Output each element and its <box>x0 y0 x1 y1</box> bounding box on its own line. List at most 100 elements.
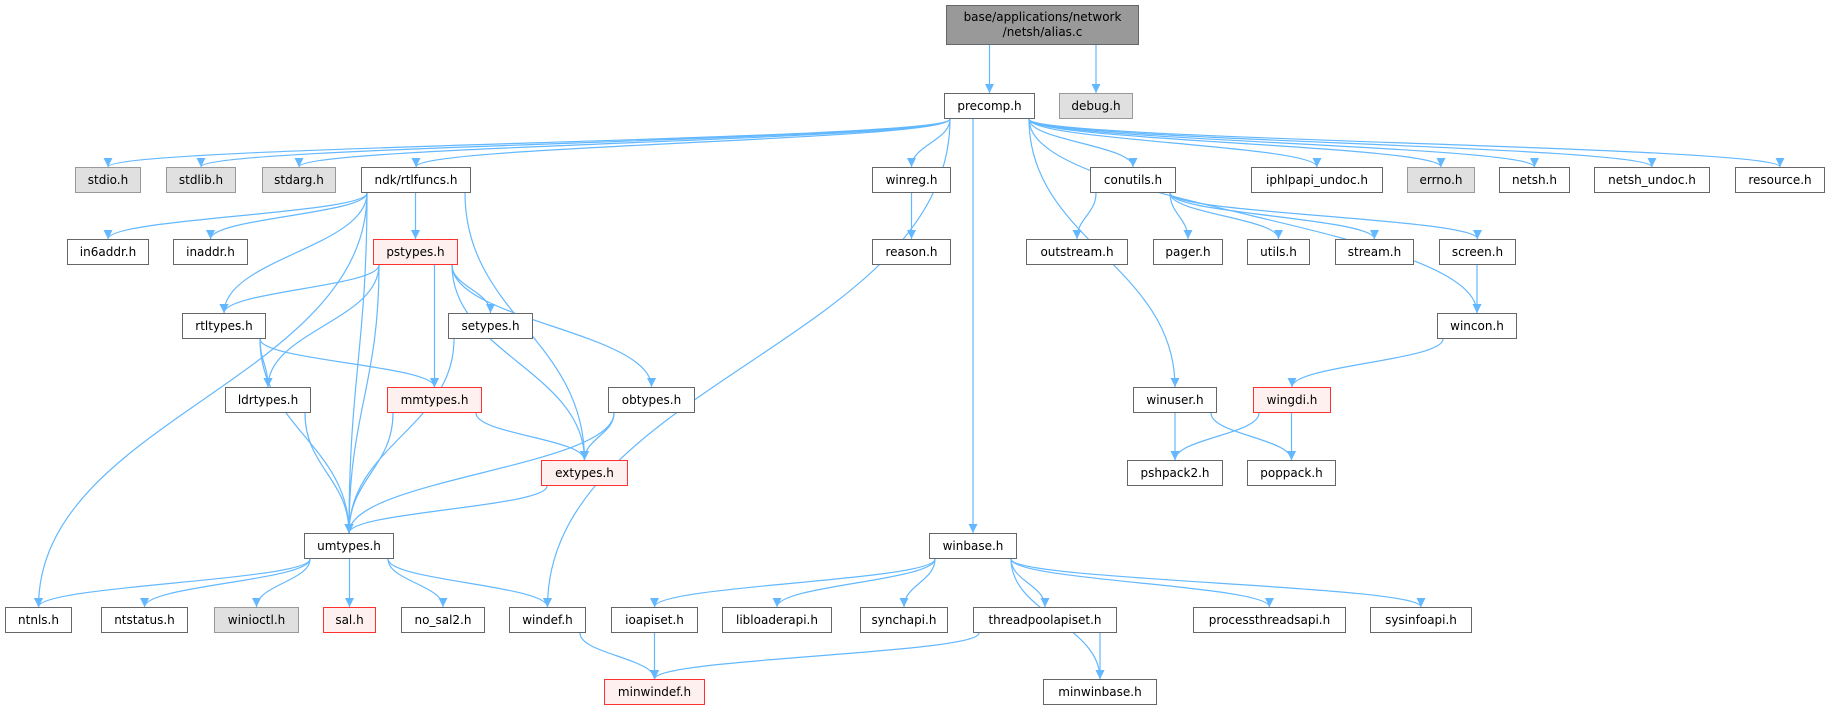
node-wincon[interactable]: wincon.h <box>1437 313 1517 339</box>
edge-rtltypes-to-mmtypes <box>259 338 439 388</box>
node-umtypes[interactable]: umtypes.h <box>304 533 394 559</box>
node-stdio[interactable]: stdio.h <box>75 167 141 193</box>
edge-wingdi-to-pshpack2 <box>1170 412 1260 461</box>
edge-winbase-to-threadpoolapiset <box>1010 558 1050 608</box>
edge-conutils-to-utils <box>1169 192 1283 240</box>
edge-conutils-to-pager <box>1169 192 1193 240</box>
node-synchapi[interactable]: synchapi.h <box>860 607 948 633</box>
edge-rtlfuncs-to-in6addr <box>103 192 368 240</box>
node-pager[interactable]: pager.h <box>1153 239 1223 265</box>
node-ldrtypes[interactable]: ldrtypes.h <box>225 387 311 413</box>
node-setypes[interactable]: setypes.h <box>448 313 533 339</box>
edge-precomp-to-netsh <box>1028 118 1539 168</box>
edge-obtypes-to-umtypes <box>344 412 615 534</box>
edge-setypes-to-umtypes <box>344 338 455 534</box>
edge-mmtypes-to-extypes <box>475 412 589 461</box>
node-extypes[interactable]: extypes.h <box>541 460 628 486</box>
edge-rtlfuncs-to-inaddr <box>206 192 368 240</box>
node-iphlpapi[interactable]: iphlpapi_undoc.h <box>1251 167 1383 193</box>
node-utils[interactable]: utils.h <box>1247 239 1310 265</box>
edge-conutils-to-stream <box>1169 192 1379 240</box>
node-netshundoc[interactable]: netsh_undoc.h <box>1594 167 1710 193</box>
edge-umtypes-to-ntnls <box>34 558 311 608</box>
node-stream[interactable]: stream.h <box>1335 239 1414 265</box>
edge-pstypes-to-rtltypes <box>219 264 380 314</box>
edge-rtlfuncs-to-umtypes <box>344 192 368 534</box>
node-conutils[interactable]: conutils.h <box>1090 167 1176 193</box>
edge-rtlfuncs-to-rtltypes <box>219 192 368 314</box>
node-ioapiset[interactable]: ioapiset.h <box>611 607 698 633</box>
node-libloaderapi[interactable]: libloaderapi.h <box>722 607 832 633</box>
node-rtltypes[interactable]: rtltypes.h <box>182 313 266 339</box>
node-winreg[interactable]: winreg.h <box>872 167 951 193</box>
edge-rtlfuncs-to-ntnls <box>34 192 368 608</box>
edge-winbase-to-sysinfoapi <box>1010 558 1426 608</box>
node-wingdi[interactable]: wingdi.h <box>1253 387 1331 413</box>
node-netsh[interactable]: netsh.h <box>1499 167 1570 193</box>
edge-precomp-to-conutils <box>1028 118 1138 168</box>
edge-umtypes-to-ntstatus <box>140 558 311 608</box>
node-processthreadsapi[interactable]: processthreadsapi.h <box>1193 607 1346 633</box>
edge-threadpoolapiset-to-minwindef <box>650 632 980 680</box>
edge-winuser-to-poppack <box>1210 412 1296 461</box>
node-stdarg[interactable]: stdarg.h <box>262 167 336 193</box>
edge-pstypes-to-extypes <box>451 264 589 461</box>
edge-umtypes-to-winioctl <box>252 558 311 608</box>
edge-precomp-to-resource <box>1028 118 1785 168</box>
edge-conutils-to-outstream <box>1072 192 1097 240</box>
edge-precomp-to-winreg <box>907 118 951 168</box>
edge-umtypes-to-windef <box>387 558 552 608</box>
node-poppack[interactable]: poppack.h <box>1247 460 1336 486</box>
edge-precomp-to-windef <box>543 118 951 608</box>
edge-pstypes-to-setypes <box>451 264 495 314</box>
node-minwindef[interactable]: minwindef.h <box>604 679 705 705</box>
node-root[interactable]: base/applications/network /netsh/alias.c <box>946 5 1139 45</box>
node-ntstatus[interactable]: ntstatus.h <box>101 607 188 633</box>
node-in6addr[interactable]: in6addr.h <box>67 239 149 265</box>
edge-rtltypes-to-umtypes <box>259 338 354 534</box>
node-winioctl[interactable]: winioctl.h <box>214 607 299 633</box>
node-nosal2[interactable]: no_sal2.h <box>401 607 485 633</box>
node-pstypes[interactable]: pstypes.h <box>373 239 458 265</box>
node-reason[interactable]: reason.h <box>872 239 951 265</box>
edge-precomp-to-netshundoc <box>1028 118 1657 168</box>
edge-ldrtypes-to-umtypes <box>304 412 354 534</box>
node-outstream[interactable]: outstream.h <box>1026 239 1128 265</box>
edge-precomp-to-errno <box>1028 118 1446 168</box>
node-winuser[interactable]: winuser.h <box>1133 387 1217 413</box>
node-windef[interactable]: windef.h <box>509 607 586 633</box>
edge-precomp-to-iphlpapi <box>1028 118 1322 168</box>
node-minwinbase[interactable]: minwinbase.h <box>1043 679 1157 705</box>
node-debug[interactable]: debug.h <box>1059 93 1133 119</box>
edge-winbase-to-libloaderapi <box>772 558 936 608</box>
node-threadpoolapiset[interactable]: threadpoolapiset.h <box>973 607 1117 633</box>
node-winbase[interactable]: winbase.h <box>929 533 1017 559</box>
node-pshpack2[interactable]: pshpack2.h <box>1127 460 1223 486</box>
node-stdlib[interactable]: stdlib.h <box>166 167 236 193</box>
edge-mmtypes-to-umtypes <box>344 412 394 534</box>
edge-obtypes-to-extypes <box>580 412 615 461</box>
edge-pstypes-to-umtypes <box>344 264 380 534</box>
node-rtlfuncs[interactable]: ndk/rtlfuncs.h <box>361 167 471 193</box>
edge-windef-to-minwindef <box>579 632 659 680</box>
edge-precomp-to-wincon <box>1028 118 1482 314</box>
edge-winbase-to-ioapiset <box>650 558 936 608</box>
node-errno[interactable]: errno.h <box>1407 167 1475 193</box>
node-sal[interactable]: sal.h <box>323 607 376 633</box>
edge-pstypes-to-ldrtypes <box>263 264 380 388</box>
node-screen[interactable]: screen.h <box>1439 239 1516 265</box>
node-obtypes[interactable]: obtypes.h <box>608 387 695 413</box>
edge-extypes-to-umtypes <box>344 485 548 534</box>
edge-conutils-to-screen <box>1169 192 1482 240</box>
edge-umtypes-to-nosal2 <box>387 558 448 608</box>
node-ntnls[interactable]: ntnls.h <box>5 607 72 633</box>
node-mmtypes[interactable]: mmtypes.h <box>387 387 482 413</box>
node-sysinfoapi[interactable]: sysinfoapi.h <box>1370 607 1472 633</box>
node-inaddr[interactable]: inaddr.h <box>173 239 248 265</box>
edge-wincon-to-wingdi <box>1287 338 1444 388</box>
edge-pstypes-to-obtypes <box>451 264 656 388</box>
node-resource[interactable]: resource.h <box>1735 167 1825 193</box>
node-precomp[interactable]: precomp.h <box>944 93 1035 119</box>
